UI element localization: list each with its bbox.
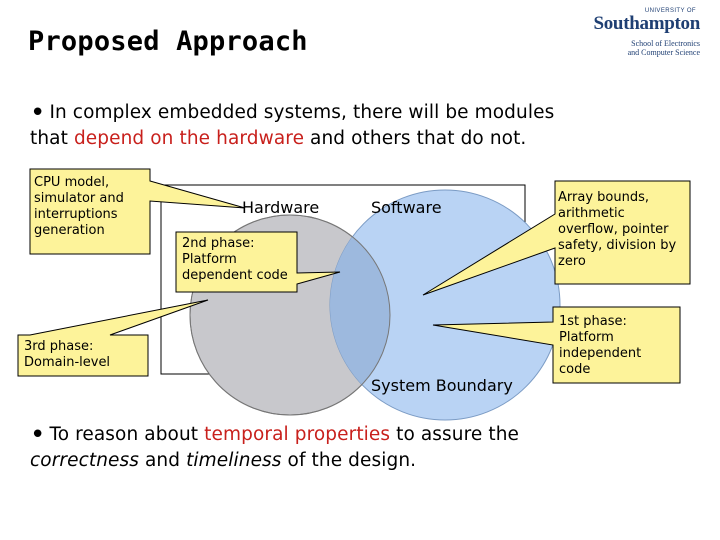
bullet-dot-icon: • [30,98,46,128]
bullet-1-highlight: depend on the hardware [73,128,305,149]
slide-title: Proposed Approach [28,26,308,57]
logo-line1: School of Electronics [631,39,700,48]
hardware-circle-outline [189,214,391,416]
array-callout-text: Array bounds, arithmetic overflow, point… [558,190,677,269]
bullet-2-text-2: to assure the [390,424,520,445]
hardware-label: Hardware [242,198,320,217]
bullet-dot-icon: • [30,420,46,450]
bullet-2-text-4: of the design. [281,450,417,471]
cpu-callout [29,168,246,255]
bullet-1-text: In complex embedded systems, there will … [49,102,555,123]
university-logo: UNIVERSITY OF Southampton School of Elec… [593,8,710,58]
bullet-1-text-2: that [30,128,74,149]
phase3-callout-text: 3rd phase: Domain-level [24,339,111,370]
phase2-callout [175,231,341,293]
logo-name: Southampton [593,13,700,34]
logo-small-text: UNIVERSITY OF [644,8,696,14]
cpu-callout-text: CPU model, simulator and interruptions g… [34,175,124,238]
bullet-2-italic-1: correctness [30,450,139,471]
phase2-callout-text: 2nd phase: Platform dependent code [182,236,288,283]
phase1-callout [432,306,681,384]
phase3-callout [17,299,209,377]
bullet-2-highlight: temporal properties [204,424,391,445]
phase1-callout-text: 1st phase: Platform independent code [559,314,642,377]
system-boundary-label: System Boundary [371,376,513,395]
bullet-2-text-3: and [139,450,187,471]
software-label: Software [371,198,442,217]
bullet-2-text: To reason about [49,424,205,445]
bullet-1: •In complex embedded systems, there will… [30,100,710,151]
bullet-2-italic-2: timeliness [186,450,282,471]
bullet-1-text-3: and others that do not. [304,128,527,149]
bullet-2: •To reason about temporal properties to … [30,422,710,473]
array-callout [422,180,691,296]
logo-line2: and Computer Science [627,48,700,57]
